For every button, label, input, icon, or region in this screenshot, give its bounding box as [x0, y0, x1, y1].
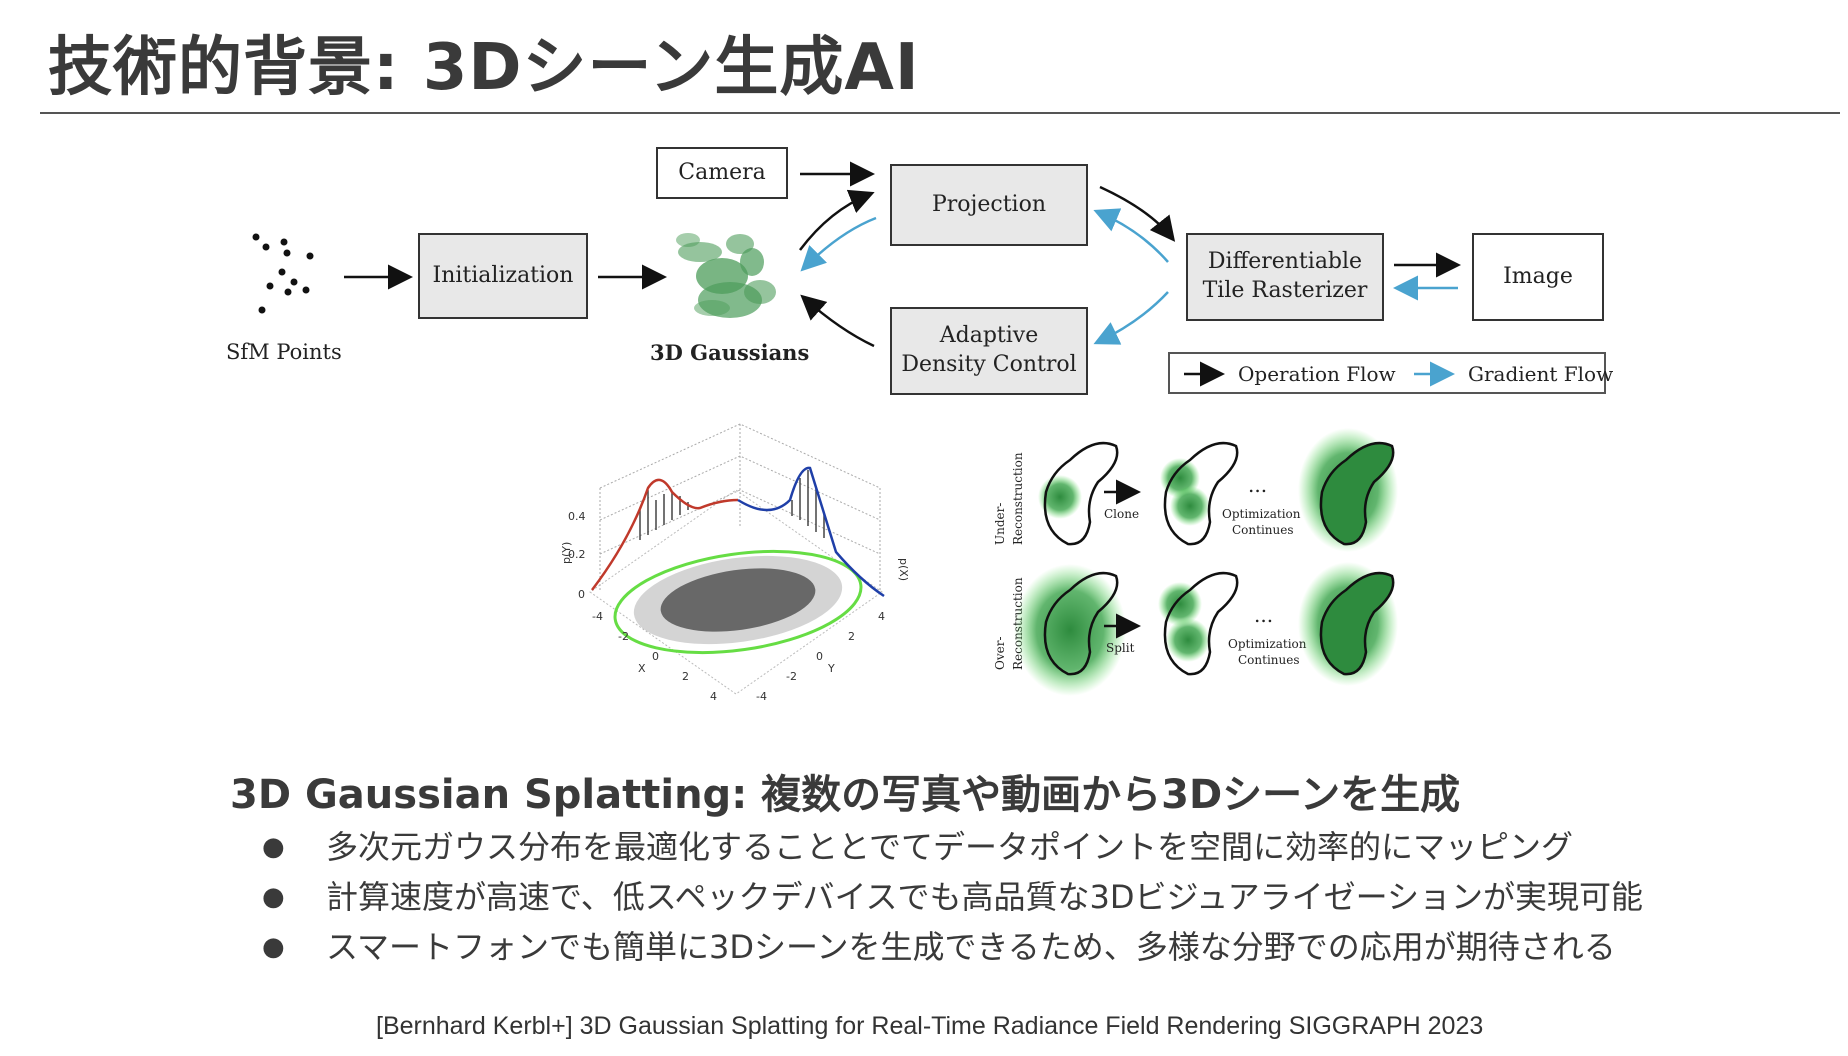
under-label-1: Under- — [993, 503, 1007, 545]
y-axis-label: Y — [827, 662, 835, 675]
density-control-figure: Under- Reconstruction Over- Reconstructi… — [993, 428, 1398, 696]
bullet-dot: ● — [262, 832, 285, 862]
opt-2-line2: Continues — [1238, 653, 1300, 667]
x-tick-5: 4 — [710, 690, 717, 703]
bullet-text: 多次元ガウス分布を最適化することとでてデータポイントを空間に効率的にマッピング — [326, 828, 1574, 866]
marginal-curve-x — [737, 466, 885, 598]
z-tick-04: 0.4 — [568, 510, 586, 523]
opt-1-line1: Optimization — [1222, 507, 1301, 521]
grad-arrow-rasterizer-to-adaptive — [1093, 291, 1169, 345]
sfm-points-label: SfM Points — [226, 340, 342, 364]
dots-1: ... — [1248, 473, 1267, 497]
over-shape-1 — [1014, 564, 1126, 696]
title-divider — [40, 112, 1840, 114]
rasterizer-box: Differentiable Tile Rasterizer — [1186, 233, 1384, 321]
grad-arrow-projection-to-gaussians — [800, 216, 877, 272]
legend-gradient: Gradient Flow — [1468, 362, 1614, 386]
citation: [Bernhard Kerbl+] 3D Gaussian Splatting … — [376, 1012, 1484, 1040]
y-tick-5: -4 — [756, 690, 767, 703]
pipeline-arrows — [252, 161, 1461, 348]
x-axis-label: X — [638, 662, 646, 675]
bullet-dot: ● — [262, 882, 285, 912]
image-box: Image — [1472, 233, 1604, 321]
z-tick-02: 0.2 — [568, 548, 586, 561]
bullet-dot: ● — [262, 932, 285, 962]
initialization-box: Initialization — [418, 233, 588, 319]
bullet-item: ● スマートフォンでも簡単に3Dシーンを生成できるため、多様な分野での応用が期待さ… — [262, 922, 1643, 972]
marginal-curve-y — [591, 478, 739, 591]
dots-2: ... — [1254, 603, 1273, 627]
rasterizer-line2: Tile Rasterizer — [1202, 278, 1368, 303]
split-label: Split — [1106, 641, 1135, 655]
x-tick-4: 2 — [682, 670, 689, 683]
gaussians-blob — [676, 233, 776, 318]
y-tick-4: -2 — [786, 670, 797, 683]
slide-title: 技術的背景: 3Dシーン生成AI — [48, 31, 920, 105]
projection-box: Projection — [890, 164, 1088, 246]
adaptive-line1: Adaptive — [939, 323, 1039, 349]
over-label-1: Over- — [993, 636, 1007, 670]
y-tick-2: 2 — [848, 630, 855, 643]
grad-arrow-rasterizer-to-projection — [1093, 208, 1169, 263]
legend-arrows — [1184, 361, 1455, 387]
legend: Operation Flow Gradient Flow — [1168, 352, 1613, 394]
rasterizer-line1: Differentiable — [1207, 249, 1363, 275]
bullet-text: スマートフォンでも簡単に3Dシーンを生成できるため、多様な分野での応用が期待され… — [326, 928, 1616, 966]
scatter-cloud — [613, 549, 863, 655]
z-tick-0: 0 — [578, 588, 585, 601]
y-tick-3: 0 — [816, 650, 823, 663]
over-shape-3 — [1298, 562, 1398, 686]
opt-2-line1: Optimization — [1228, 637, 1307, 651]
bullet-item: ● 多次元ガウス分布を最適化することとでてデータポイントを空間に効率的にマッピング — [262, 822, 1643, 872]
bullet-text: 計算速度が高速で、低スペックデバイスでも高品質な3Dビジュアライゼーションが実現… — [326, 878, 1644, 916]
arrow-projection-to-rasterizer — [1099, 185, 1176, 242]
camera-box: Camera — [656, 147, 788, 199]
bullet-list: ● 多次元ガウス分布を最適化することとでてデータポイントを空間に効率的にマッピング… — [262, 822, 1643, 972]
bullet-item: ● 計算速度が高速で、低スペックデバイスでも高品質な3Dビジュアライゼーションが実… — [262, 872, 1643, 922]
arrow-adaptive-to-gaussians — [800, 294, 875, 348]
plot-xlabel-right: p(X) — [897, 558, 910, 581]
opt-1-line2: Continues — [1232, 523, 1294, 537]
under-label-2: Reconstruction — [1011, 452, 1025, 545]
under-shape-3 — [1298, 428, 1398, 552]
under-shape-1 — [1038, 441, 1119, 546]
section-heading: 3D Gaussian Splatting: 複数の写真や動画から3Dシーンを生… — [230, 772, 1461, 818]
x-tick-3: 0 — [652, 650, 659, 663]
over-shape-2 — [1158, 571, 1239, 676]
y-tick-1: 4 — [878, 610, 885, 623]
adaptive-density-box: Adaptive Density Control — [890, 307, 1088, 395]
arrow-gaussians-to-projection — [799, 189, 875, 251]
sfm-points — [252, 233, 314, 314]
plot-ylabel: p(Y) — [560, 542, 573, 564]
under-shape-2 — [1160, 441, 1239, 546]
clone-label: Clone — [1104, 507, 1139, 521]
x-tick-1: -4 — [592, 610, 603, 623]
adaptive-line2: Density Control — [901, 352, 1077, 377]
x-tick-2: -2 — [618, 630, 629, 643]
gaussians-label: 3D Gaussians — [650, 340, 810, 365]
legend-operation: Operation Flow — [1238, 362, 1396, 386]
gaussian-3d-plot: 0.4 0.2 0 p(Y) p(X) X Y -4 -2 0 2 4 4 2 … — [560, 423, 910, 703]
